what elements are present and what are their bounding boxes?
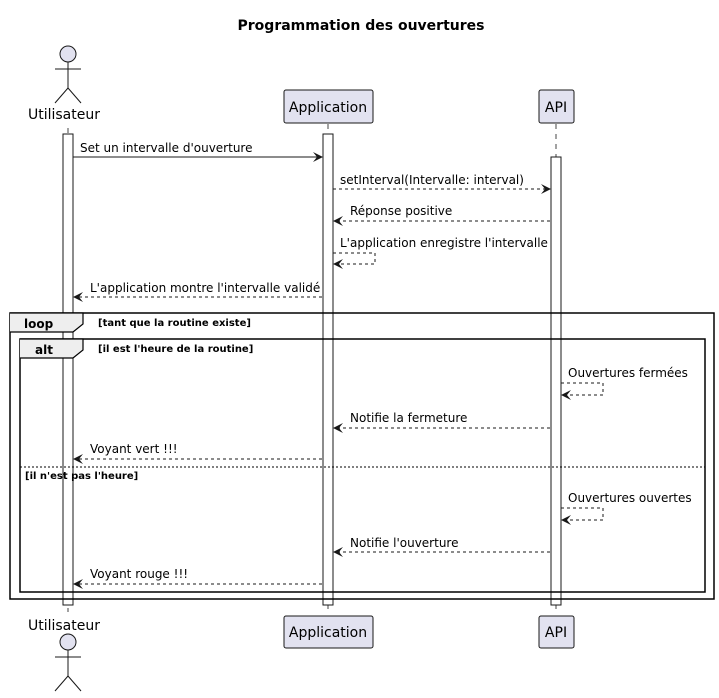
activation-bar-app [322,133,334,606]
participant-label-user: Utilisateur [28,618,100,634]
participant-api-top: API [538,89,575,124]
participant-label-app: Application [289,625,367,641]
alt-fragment: alt [il est l'heure de la routine] [il n… [19,338,706,593]
message-1: Set un intervalle d'ouverture [73,141,323,162]
participant-label-app: Application [289,100,367,116]
message-label: Ouvertures fermées [568,366,688,380]
message-label: Notifie la fermeture [350,411,467,425]
message-8: Voyant vert !!! [73,442,322,464]
actor-icon [54,633,82,692]
message-6-self: Ouvertures fermées [561,366,688,400]
message-label: L'application enregistre l'intervalle [340,236,548,250]
message-label: setInterval(Intervalle: interval) [340,173,524,187]
participant-label-api: API [545,625,567,641]
participant-label-api: API [545,100,567,116]
participant-api-bottom: API [538,615,575,649]
loop-fragment: loop [tant que la routine existe] [9,312,715,600]
message-3: Réponse positive [333,204,550,226]
message-label: Notifie l'ouverture [350,536,458,550]
message-label: Voyant rouge !!! [90,567,188,581]
message-label: Réponse positive [350,204,452,218]
message-label: Voyant vert !!! [90,442,178,456]
message-label: L'application montre l'intervalle validé [90,281,320,295]
loop-guard: [tant que la routine existe] [98,318,251,329]
else-guard: [il n'est pas l'heure] [25,471,138,482]
message-7: Notifie la fermeture [333,411,550,433]
message-11: Voyant rouge !!! [73,567,322,589]
message-label: Ouvertures ouvertes [568,491,692,505]
message-2: setInterval(Intervalle: interval) [333,173,551,194]
actor-user-bottom: Utilisateur [28,618,100,692]
message-4-self: L'application enregistre l'intervalle [333,236,548,269]
message-5: L'application montre l'intervalle validé [73,281,322,302]
actor-icon [54,45,82,104]
participant-label-user: Utilisateur [28,107,100,123]
alt-label: alt [35,343,53,357]
activation-bar-api [550,156,562,606]
message-9-self: Ouvertures ouvertes [561,491,692,525]
actor-user-top: Utilisateur [28,45,100,123]
message-label: Set un intervalle d'ouverture [80,141,252,155]
diagram-title: Programmation des ouvertures [238,18,485,34]
participant-app-bottom: Application [283,615,374,649]
loop-label: loop [24,317,54,331]
activation-bar-user [62,133,74,606]
message-10: Notifie l'ouverture [333,536,550,557]
participant-app-top: Application [283,89,374,124]
alt-guard: [il est l'heure de la routine] [98,344,253,355]
